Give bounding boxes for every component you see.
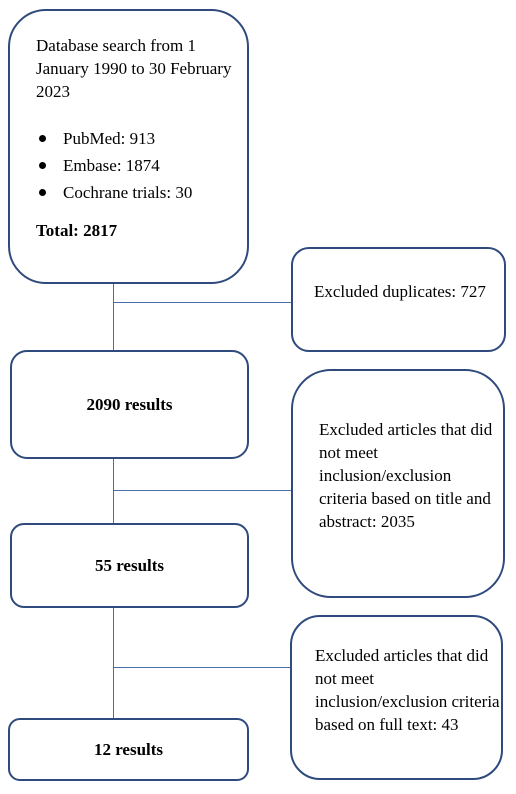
exclusion-text: Excluded articles that did not meet incl… xyxy=(315,646,500,734)
search-total: Total: 2817 xyxy=(36,221,118,240)
database-search-box: Database search from 1 January 1990 to 3… xyxy=(8,9,249,284)
source-label: PubMed: 913 xyxy=(63,129,156,148)
source-label: Cochrane trials: 30 xyxy=(63,183,193,202)
branch-to-full-text-exclusion xyxy=(113,667,290,668)
stage-box-55: 55 results xyxy=(10,523,249,608)
stage-label: 55 results xyxy=(94,556,165,575)
source-list: PubMed: 913 Embase: 1874 Cochrane trials… xyxy=(36,125,192,206)
exclusion-box-duplicates: Excluded duplicates: 727 xyxy=(291,247,506,352)
exclusion-text: Excluded articles that did not meet incl… xyxy=(319,420,493,531)
bullet-icon xyxy=(39,135,46,142)
search-description: Database search from 1 January 1990 to 3… xyxy=(36,36,232,101)
connector-55-to-12 xyxy=(113,608,114,718)
stage-box-2090: 2090 results xyxy=(10,350,249,459)
source-label: Embase: 1874 xyxy=(63,156,160,175)
connector-search-to-2090 xyxy=(113,284,114,350)
stage-label: 12 results xyxy=(93,740,164,759)
branch-to-duplicates xyxy=(113,302,291,303)
bullet-icon xyxy=(39,189,46,196)
source-item-pubmed: PubMed: 913 xyxy=(36,125,192,152)
exclusion-box-full-text: Excluded articles that did not meet incl… xyxy=(290,615,503,780)
stage-label: 2090 results xyxy=(86,395,173,414)
bullet-icon xyxy=(39,162,46,169)
stage-box-12: 12 results xyxy=(8,718,249,781)
exclusion-box-title-abstract: Excluded articles that did not meet incl… xyxy=(291,369,505,598)
source-item-embase: Embase: 1874 xyxy=(36,152,192,179)
connector-2090-to-55 xyxy=(113,459,114,523)
branch-to-title-abstract-exclusion xyxy=(113,490,291,491)
exclusion-text: Excluded duplicates: 727 xyxy=(314,282,486,301)
source-item-cochrane: Cochrane trials: 30 xyxy=(36,179,192,206)
